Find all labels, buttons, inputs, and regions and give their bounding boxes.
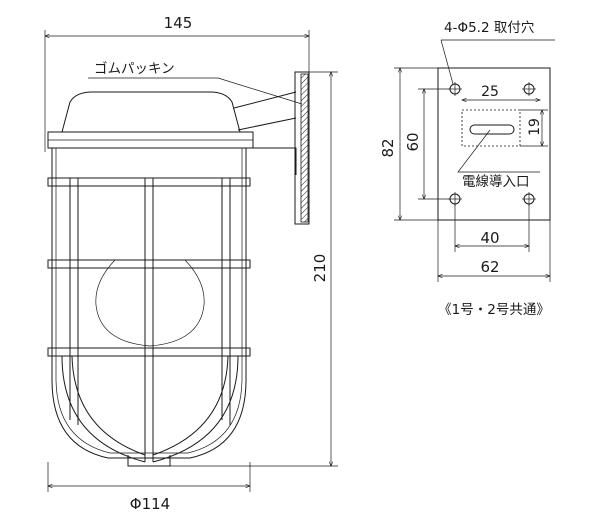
guard-cage — [47, 177, 251, 467]
dim-25: 25 — [462, 84, 540, 100]
mounting-arm — [233, 91, 297, 175]
dim-62-text: 62 — [480, 258, 499, 276]
dim-40: 40 — [455, 204, 529, 252]
mounting-holes-callout: 4-Φ5.2 取付穴 — [440, 20, 555, 85]
gasket-label: ゴムパッキン — [94, 60, 175, 77]
lamp-cap — [61, 91, 241, 133]
dim-82-text: 82 — [379, 138, 397, 157]
dim-60-text: 60 — [404, 132, 422, 151]
dim-82: 82 — [379, 68, 438, 220]
hole-top-right — [522, 82, 536, 96]
hole-top-left — [448, 82, 462, 96]
dim-62: 62 — [438, 220, 550, 282]
rubber-gasket — [300, 73, 309, 223]
dim-19: 19 — [520, 110, 548, 146]
lamp-side-view: 145 210 Φ114 ゴムパッキン — [45, 14, 338, 513]
dim-overall-width: 145 — [45, 14, 309, 152]
mounting-plate-view: 4-Φ5.2 取付穴 電線導入口 25 19 82 — [379, 20, 555, 318]
cable-entry-callout: 電線導入口 — [457, 129, 540, 190]
dim-25-text: 25 — [481, 84, 499, 100]
bulb — [95, 259, 205, 347]
common-models-note: 《1号・2号共通》 — [438, 302, 550, 318]
dim-base-diameter: Φ114 — [48, 462, 250, 513]
dim-overall-height: 210 — [170, 72, 338, 466]
glass-globe — [51, 148, 247, 459]
hole-bottom-right — [522, 192, 536, 206]
hole-bottom-left — [448, 192, 462, 206]
mounting-plate — [437, 67, 551, 221]
cable-entry-slot — [469, 124, 515, 135]
mounting-holes-label: 4-Φ5.2 取付穴 — [444, 20, 534, 36]
cable-entry-label: 電線導入口 — [462, 174, 530, 190]
dim-40-text: 40 — [480, 229, 499, 247]
gasket-callout: ゴムパッキン — [88, 60, 303, 105]
dim-210-text: 210 — [311, 254, 329, 283]
dim-145-text: 145 — [164, 14, 193, 32]
dim-19-text: 19 — [527, 118, 543, 136]
dim-114-text: Φ114 — [130, 495, 170, 513]
cable-entry-area — [461, 109, 521, 147]
dim-60: 60 — [404, 89, 450, 199]
